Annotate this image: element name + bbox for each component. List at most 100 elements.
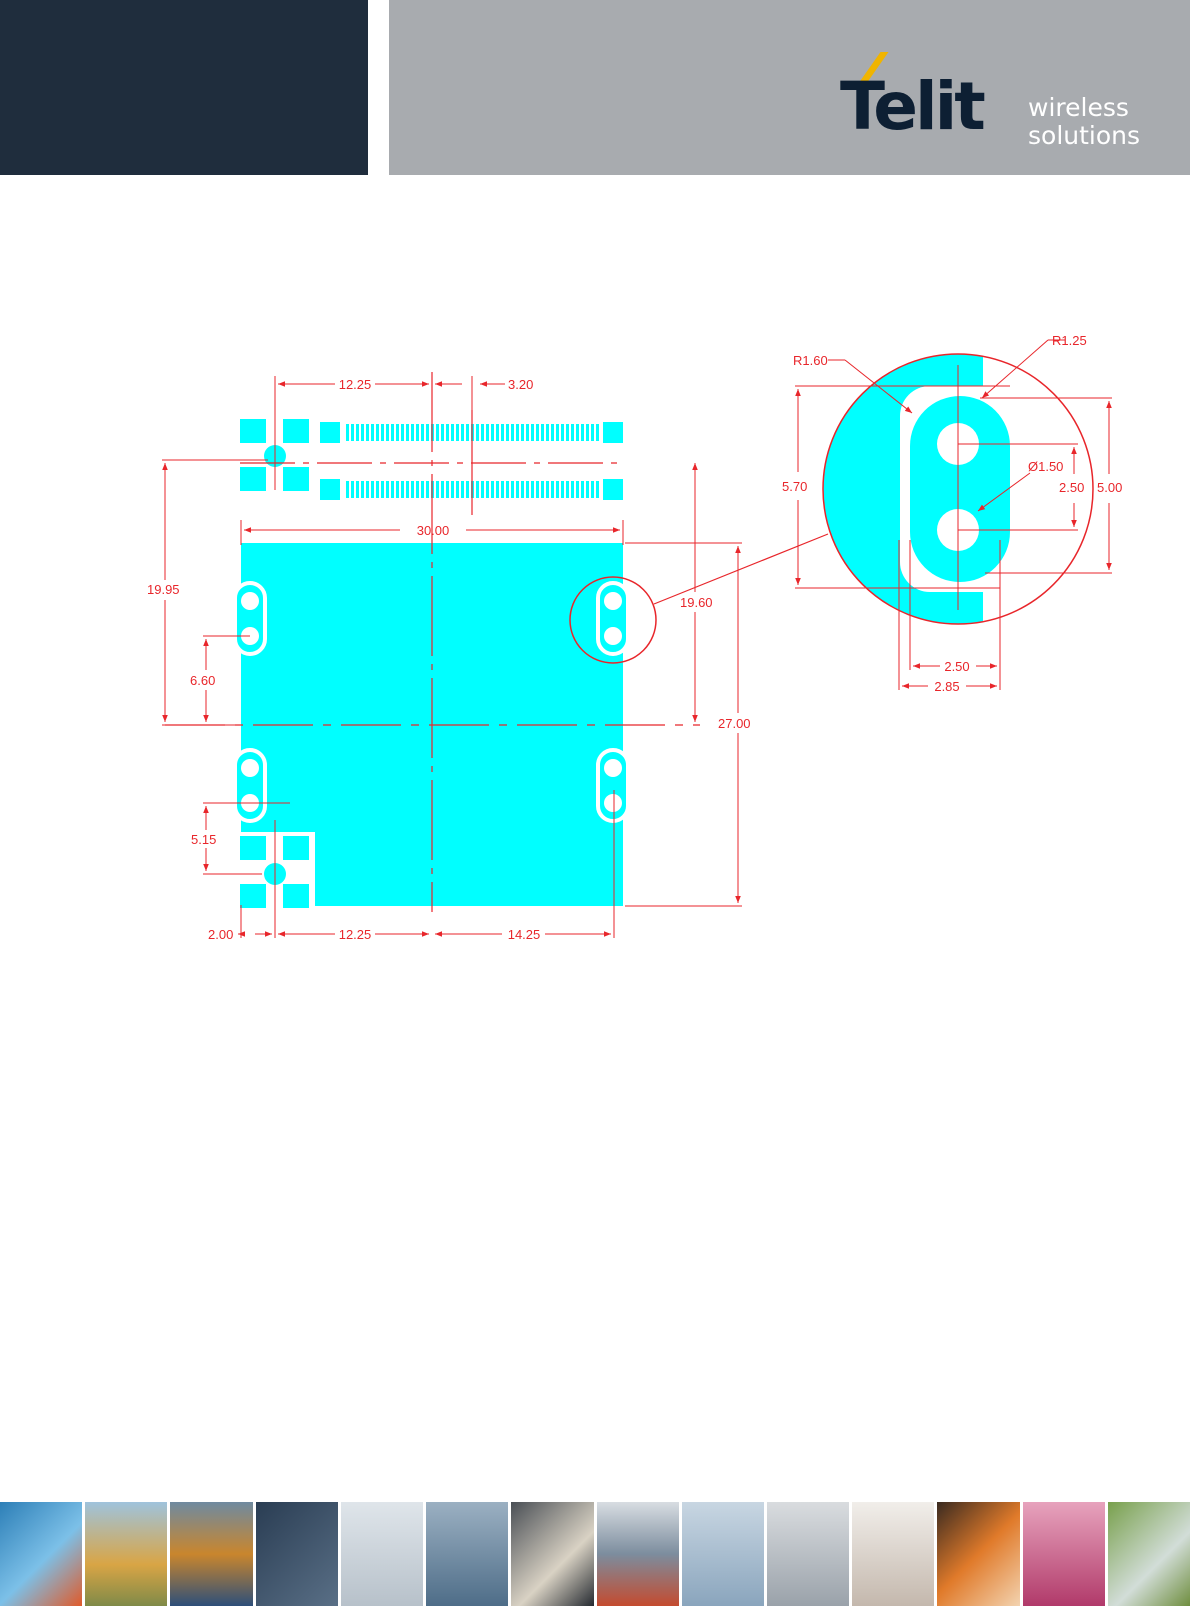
connector-pin-pad	[426, 424, 429, 441]
detail-leader-line	[654, 534, 828, 604]
connector-pin-pad	[541, 424, 544, 441]
connector-pin-pad	[391, 481, 394, 498]
photo-tile-terminal	[511, 1502, 596, 1606]
connector-pin-pad	[596, 481, 599, 498]
connector-pin-pad	[356, 424, 359, 441]
connector-pin-pad	[491, 424, 494, 441]
dim-label: 6.60	[190, 673, 215, 688]
corner-pad	[283, 419, 309, 443]
connector-pin-pad	[446, 481, 449, 498]
connector-pin-pad	[511, 424, 514, 441]
detail-label: R1.25	[1052, 333, 1087, 348]
connector-pin-pad	[451, 481, 454, 498]
connector-pin-pad	[371, 481, 374, 498]
connector-pin-pad	[421, 481, 424, 498]
connector-pin-pad	[536, 481, 539, 498]
connector-pin-pad	[476, 424, 479, 441]
connector-pin-pad	[451, 424, 454, 441]
connector-end-pad	[603, 479, 623, 500]
connector-pin-pad	[411, 424, 414, 441]
connector-pin-pad	[496, 424, 499, 441]
connector-pin-pad	[391, 424, 394, 441]
photo-tile-textiles	[1023, 1502, 1108, 1606]
connector-pin-pad	[381, 481, 384, 498]
detail-label: 2.50	[1059, 480, 1084, 495]
photo-tile-meter	[767, 1502, 852, 1606]
dim-label: 5.15	[191, 832, 216, 847]
connector-pin-pad	[476, 481, 479, 498]
connector-end-pad	[320, 422, 340, 443]
detail-label: R1.60	[793, 353, 828, 368]
connector-pin-pad	[346, 424, 349, 441]
connector-pin-pad	[346, 481, 349, 498]
connector-pin-pad	[506, 481, 509, 498]
corner-pad	[283, 884, 309, 908]
connector-end-pad	[320, 479, 340, 500]
connector-pin-pad	[376, 424, 379, 441]
connector-pin-pad	[491, 481, 494, 498]
corner-pad	[283, 836, 309, 860]
detail-label: 5.00	[1097, 480, 1122, 495]
connector-pin-pad	[371, 424, 374, 441]
corner-pad	[240, 884, 266, 908]
connector-pin-pad	[591, 481, 594, 498]
connector-pin-pad	[486, 424, 489, 441]
detail-label: 2.50	[944, 659, 969, 674]
photo-tile-camera	[1108, 1502, 1190, 1606]
connector-pin-pad	[406, 424, 409, 441]
connector-pin-pad	[401, 481, 404, 498]
connector-pin-pad	[361, 424, 364, 441]
connector-pin-pad	[576, 424, 579, 441]
dim-label: 3.20	[508, 377, 533, 392]
connector-pin-pad	[566, 424, 569, 441]
connector-pin-pad	[386, 481, 389, 498]
connector-pin-pad	[351, 424, 354, 441]
connector-pin-pad	[576, 481, 579, 498]
connector-pin-pad	[531, 481, 534, 498]
connector-pin-pad	[516, 481, 519, 498]
connector-pin-pad	[351, 481, 354, 498]
photo-tile-cyclist	[426, 1502, 511, 1606]
connector-pin-pad	[581, 481, 584, 498]
connector-pin-pad	[396, 424, 399, 441]
photo-tile-vending	[597, 1502, 682, 1606]
connector-pin-pad	[496, 481, 499, 498]
dim-label: 14.25	[508, 927, 541, 942]
connector-pin-pad	[481, 481, 484, 498]
dim-label: 30.00	[417, 523, 450, 538]
dim-label: 27.00	[718, 716, 751, 731]
connector-pin-pad	[546, 424, 549, 441]
connector-pin-pad	[446, 424, 449, 441]
connector-pin-pad	[546, 481, 549, 498]
connector-pin-pad	[586, 481, 589, 498]
connector-pin-pad	[586, 424, 589, 441]
connector-pin-pad	[501, 481, 504, 498]
connector-pin-pad	[536, 424, 539, 441]
connector-pin-pad	[381, 424, 384, 441]
connector-pin-pad	[506, 424, 509, 441]
corner-pad	[283, 467, 309, 491]
dim-label: 12.25	[339, 377, 372, 392]
corner-pad	[240, 419, 266, 443]
connector-pin-pad	[361, 481, 364, 498]
connector-pin-pad	[526, 424, 529, 441]
connector-pin-pad	[406, 481, 409, 498]
connector-pin-pad	[421, 424, 424, 441]
connector-pin-pad	[426, 481, 429, 498]
connector-pin-pad	[521, 481, 524, 498]
photo-tile-interior	[852, 1502, 937, 1606]
detail-zoom-view: R1.60 R1.25 5.70 Ø1.50 2.50 5.00 2.50 2.…	[782, 333, 1122, 694]
connector-pin-pad	[561, 424, 564, 441]
photo-tile-led-clock	[256, 1502, 341, 1606]
connector-pin-pad	[466, 424, 469, 441]
connector-pin-pad	[571, 481, 574, 498]
photo-tile-emergency-phone	[85, 1502, 170, 1606]
connector-pin-pad	[571, 424, 574, 441]
detail-label: 5.70	[782, 479, 807, 494]
footer-photo-strip	[0, 1502, 1190, 1606]
connector-pin-pad	[376, 481, 379, 498]
connector-pin-pad	[526, 481, 529, 498]
connector-pin-pad	[356, 481, 359, 498]
connector-pin-pad	[486, 481, 489, 498]
connector-pin-pad	[461, 424, 464, 441]
